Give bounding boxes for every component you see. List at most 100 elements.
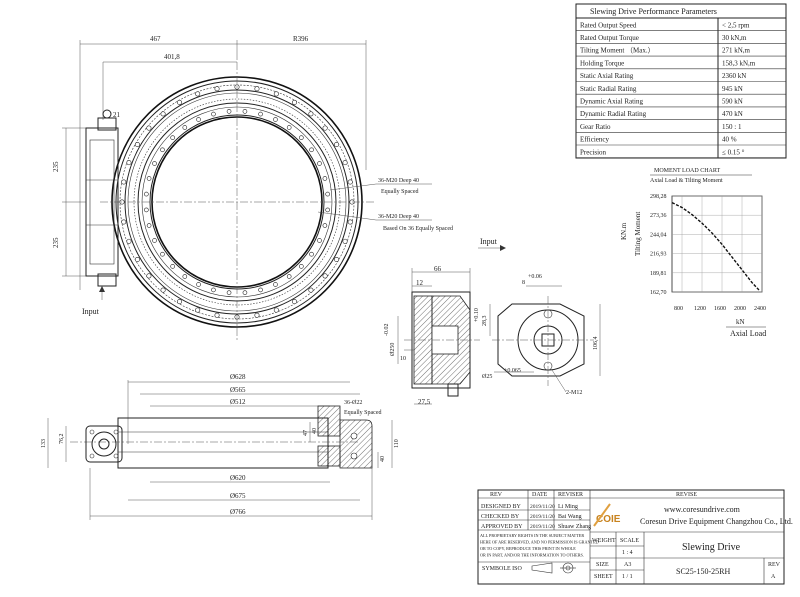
param-label: Precision [580, 148, 607, 156]
inner-bolt-hole [182, 274, 188, 279]
param-label: Gear Ratio [580, 123, 611, 131]
param-value: 945 kN [722, 85, 743, 93]
sec-dim-76: 76,2 [59, 434, 65, 445]
inner-bolt-hole [226, 290, 232, 295]
outer-bolt-hole [334, 256, 340, 262]
inner-bolt-hole [211, 111, 216, 117]
tb-name: Li Ming [558, 504, 578, 510]
tb-rev-header: REV [490, 492, 503, 498]
motor-dim-250: Ø250 [390, 343, 396, 356]
inner-bolt-hole [196, 282, 201, 287]
param-label: Holding Torque [580, 59, 624, 67]
chart-xlabel-unit: kN [736, 318, 745, 326]
motor-input-label: Input [480, 237, 498, 246]
inner-bolt-hole [242, 290, 248, 295]
tb-scale-label: SCALE [620, 538, 639, 544]
tb-website: www.coresundrive.com [664, 505, 741, 514]
param-value: 30 kN,m [722, 34, 747, 42]
tb-date: 2019/11/20 [530, 514, 555, 520]
outer-bolt-hole [214, 312, 220, 318]
callout-outer-2: Equally Spaced [381, 189, 419, 195]
callout-inner-2: Based On 36 Equally Spaced [383, 226, 453, 232]
dim-235b: 235 [52, 237, 60, 248]
outer-bolt-hole [177, 99, 183, 105]
inner-bolt-hole [325, 207, 330, 213]
sec-dim-628: Ø628 [230, 373, 246, 381]
tb-date: 2019/11/20 [530, 524, 555, 530]
tb-role: DESIGNED BY [481, 504, 521, 510]
motor-dim-250-tol: -0.02 [384, 324, 390, 337]
inner-bolt-hole [299, 264, 304, 269]
tb-sheet-label: SHEET [594, 574, 613, 580]
chart-x-tick: 800 [674, 306, 683, 312]
param-label: Static Radial Rating [580, 85, 637, 93]
inner-bolt-hole [242, 109, 248, 114]
tb-size-value: A3 [624, 562, 631, 568]
outer-bolt-hole [334, 142, 340, 148]
chart-series-line [671, 201, 761, 292]
inner-bolt-hole [144, 207, 149, 213]
dim-467: 467 [150, 35, 161, 43]
tb-logo: COIE [596, 514, 621, 525]
outer-bolt-hole [160, 111, 166, 117]
outer-bolt-hole [134, 142, 140, 148]
tb-reviser-header: REVISER [558, 492, 583, 498]
parameters-table: Slewing Drive Performance Parameters Rat… [575, 3, 787, 159]
inner-bolt-hole [322, 223, 328, 228]
tb-product: Slewing Drive [682, 542, 741, 553]
sec-dim-565: Ø565 [230, 386, 246, 394]
motor-dim-27: 27,5 [418, 398, 431, 406]
title-block-rights: ALL PROPRIETARY RIGHTS IN THE SUBJECT MA… [480, 533, 599, 559]
inner-bolt-hole [317, 238, 322, 243]
outer-bolt-hole [322, 125, 328, 131]
outer-bolt-hole [291, 299, 297, 305]
callout-inner-1: 36-M20 Deep 40 [378, 214, 419, 220]
chart-x-tick: 2400 [754, 306, 766, 312]
chart-x-tick: 2000 [734, 306, 746, 312]
inner-bolt-hole [309, 251, 314, 257]
chart-xlabel: Axial Load [730, 329, 766, 338]
tb-revise-header: REVISE [676, 492, 697, 498]
inner-bolt-hole [286, 125, 292, 130]
tb-rights-line: OR TO COPY, REPRODUCE THIS PRINT IN WHOL… [480, 546, 576, 552]
tb-role: APPROVED BY [481, 524, 523, 530]
motor-view: Input 66 12 Ø250 -0.02 10 27,5 8 +0. [384, 237, 601, 406]
dim-r396: R396 [293, 35, 309, 43]
outer-bolt-hole [195, 307, 201, 313]
tb-rights-line: OR IN PART, AND/OR THE INFORMATION TO OT… [480, 553, 584, 559]
sec-dim-766: Ø766 [230, 508, 246, 516]
param-value: 2360 kN [722, 72, 746, 80]
section-view: Ø628 Ø565 Ø512 36-Ø22 Equally Spaced 133… [41, 373, 400, 520]
outer-bolt-hole [347, 179, 353, 185]
sec-dim-holes: 36-Ø22 [344, 400, 362, 406]
sec-dim-110: 110 [394, 439, 400, 448]
tb-symbol-label: SYMBOLE ISO [482, 566, 523, 572]
tb-size-label: SIZE [596, 562, 609, 568]
outer-bolt-hole [121, 219, 127, 225]
sec-dim-40b: 40 [380, 456, 386, 462]
outer-bolt-hole [273, 307, 279, 313]
outer-bolt-hole [146, 125, 152, 131]
outer-bolt-hole [322, 273, 328, 279]
inner-bolt-hole [170, 264, 175, 269]
outer-bolt-hole [254, 86, 260, 92]
inner-bolt-hole [309, 147, 314, 153]
outer-bolt-hole [146, 273, 152, 279]
outer-bolt-hole [308, 111, 314, 117]
inner-bolt-hole [258, 287, 263, 293]
param-value: 40 % [722, 136, 737, 144]
tb-date: 2019/11/20 [530, 504, 555, 510]
inner-bolt-hole [273, 117, 278, 122]
tb-rights-line: HERE OF ARE RESERVED, AND NO PERMISSION … [480, 540, 599, 546]
parameters-title: Slewing Drive Performance Parameters [590, 7, 717, 16]
moment-load-chart: MOMENT LOAD CHART Axial Load & Tilting M… [620, 168, 766, 338]
inner-bolt-hole [182, 125, 188, 130]
tb-rights-line: ALL PROPRIETARY RIGHTS IN THE SUBJECT MA… [480, 533, 584, 538]
param-label: Rated Output Speed [580, 21, 637, 29]
inner-bolt-hole [196, 117, 201, 122]
chart-title: MOMENT LOAD CHART [654, 168, 721, 174]
inner-bolt-hole [211, 287, 216, 293]
inner-bolt-hole [146, 223, 152, 228]
